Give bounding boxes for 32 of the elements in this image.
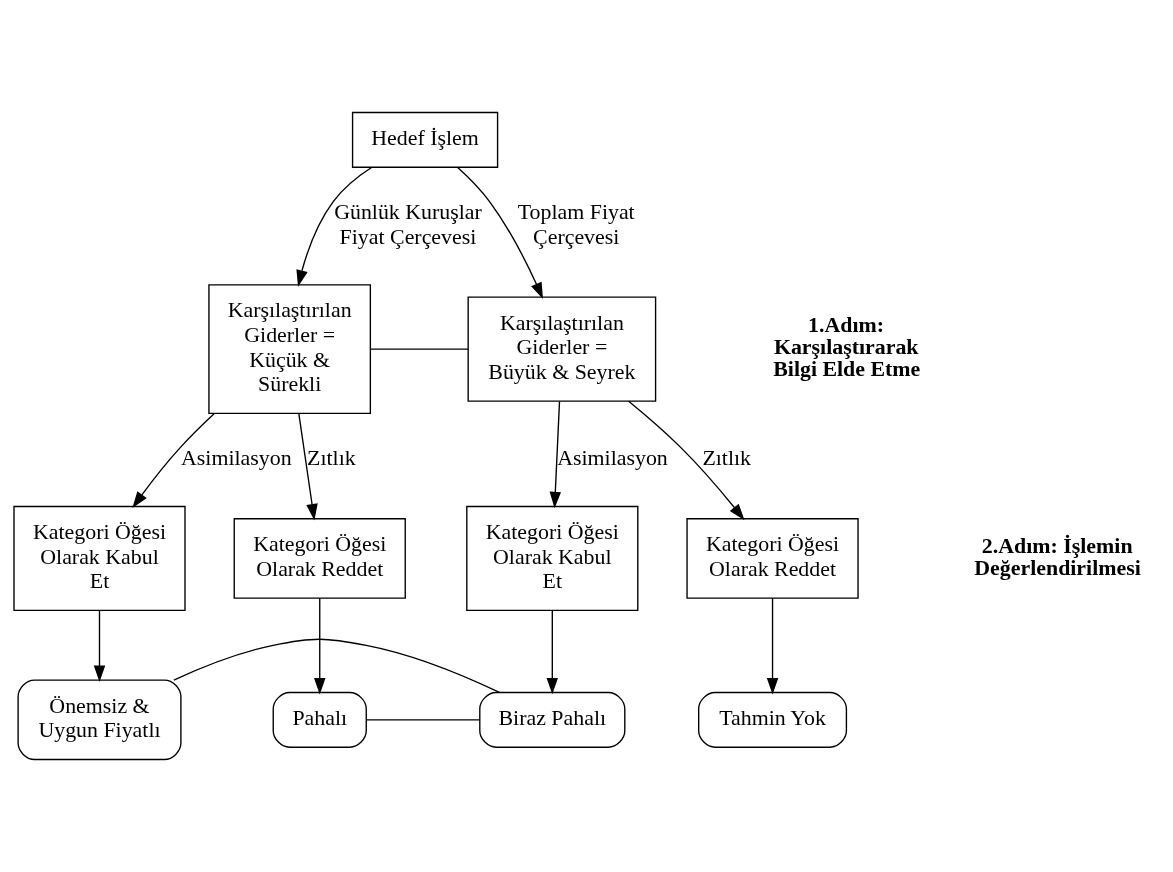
node-box: Kategori Öğesi Olarak Kabul Et: [13, 505, 186, 612]
connector: [173, 638, 501, 694]
label: 1.Adım: Karşılaştırarak Bilgi Elde Etme: [773, 313, 921, 382]
edge-label: Asimilasyon: [181, 446, 292, 471]
connector: [365, 719, 481, 721]
connector: [369, 348, 469, 350]
label: 2.Adım: İşlemin Değerlendirilmesi: [974, 533, 1141, 580]
arrow: [93, 609, 106, 682]
arrow: [314, 597, 326, 695]
arrow: [549, 400, 562, 509]
arrow: [627, 400, 745, 521]
edge-label: Zıtlık: [307, 446, 356, 471]
edge-label: Asimilasyon: [557, 446, 668, 471]
arrow: [766, 597, 779, 695]
node-box: Önemsiz & Uygun Fiyatlı: [17, 679, 182, 761]
node-box: Tahmin Yok: [698, 691, 848, 748]
edge-label: Zıtlık: [702, 446, 752, 471]
node-box: Kategori Öğesi Olarak Reddet: [686, 518, 859, 599]
arrow: [546, 609, 559, 695]
edge-label: Günlük Kuruşlar Fiyat Çerçevesi: [334, 199, 482, 249]
node-box: Pahalı: [272, 691, 367, 748]
arrow: [456, 166, 543, 299]
arrow: [132, 413, 215, 508]
arrow: [298, 412, 318, 521]
node-box: Kategori Öğesi Olarak Reddet: [233, 518, 406, 599]
arrow: [296, 166, 373, 287]
edge-label: Toplam Fiyat Çerçevesi: [517, 199, 635, 249]
node-box: Biraz Pahalı: [479, 691, 626, 748]
node-box: Karşılaştırılan Giderler = Küçük & Sürekli: [208, 284, 372, 415]
node-box: Kategori Öğesi Olarak Kabul Et: [466, 505, 639, 612]
node-box: Karşılaştırılan Giderler = Büyük & Seyrek: [467, 296, 657, 402]
node-box: Hedef İşlem: [351, 111, 499, 168]
